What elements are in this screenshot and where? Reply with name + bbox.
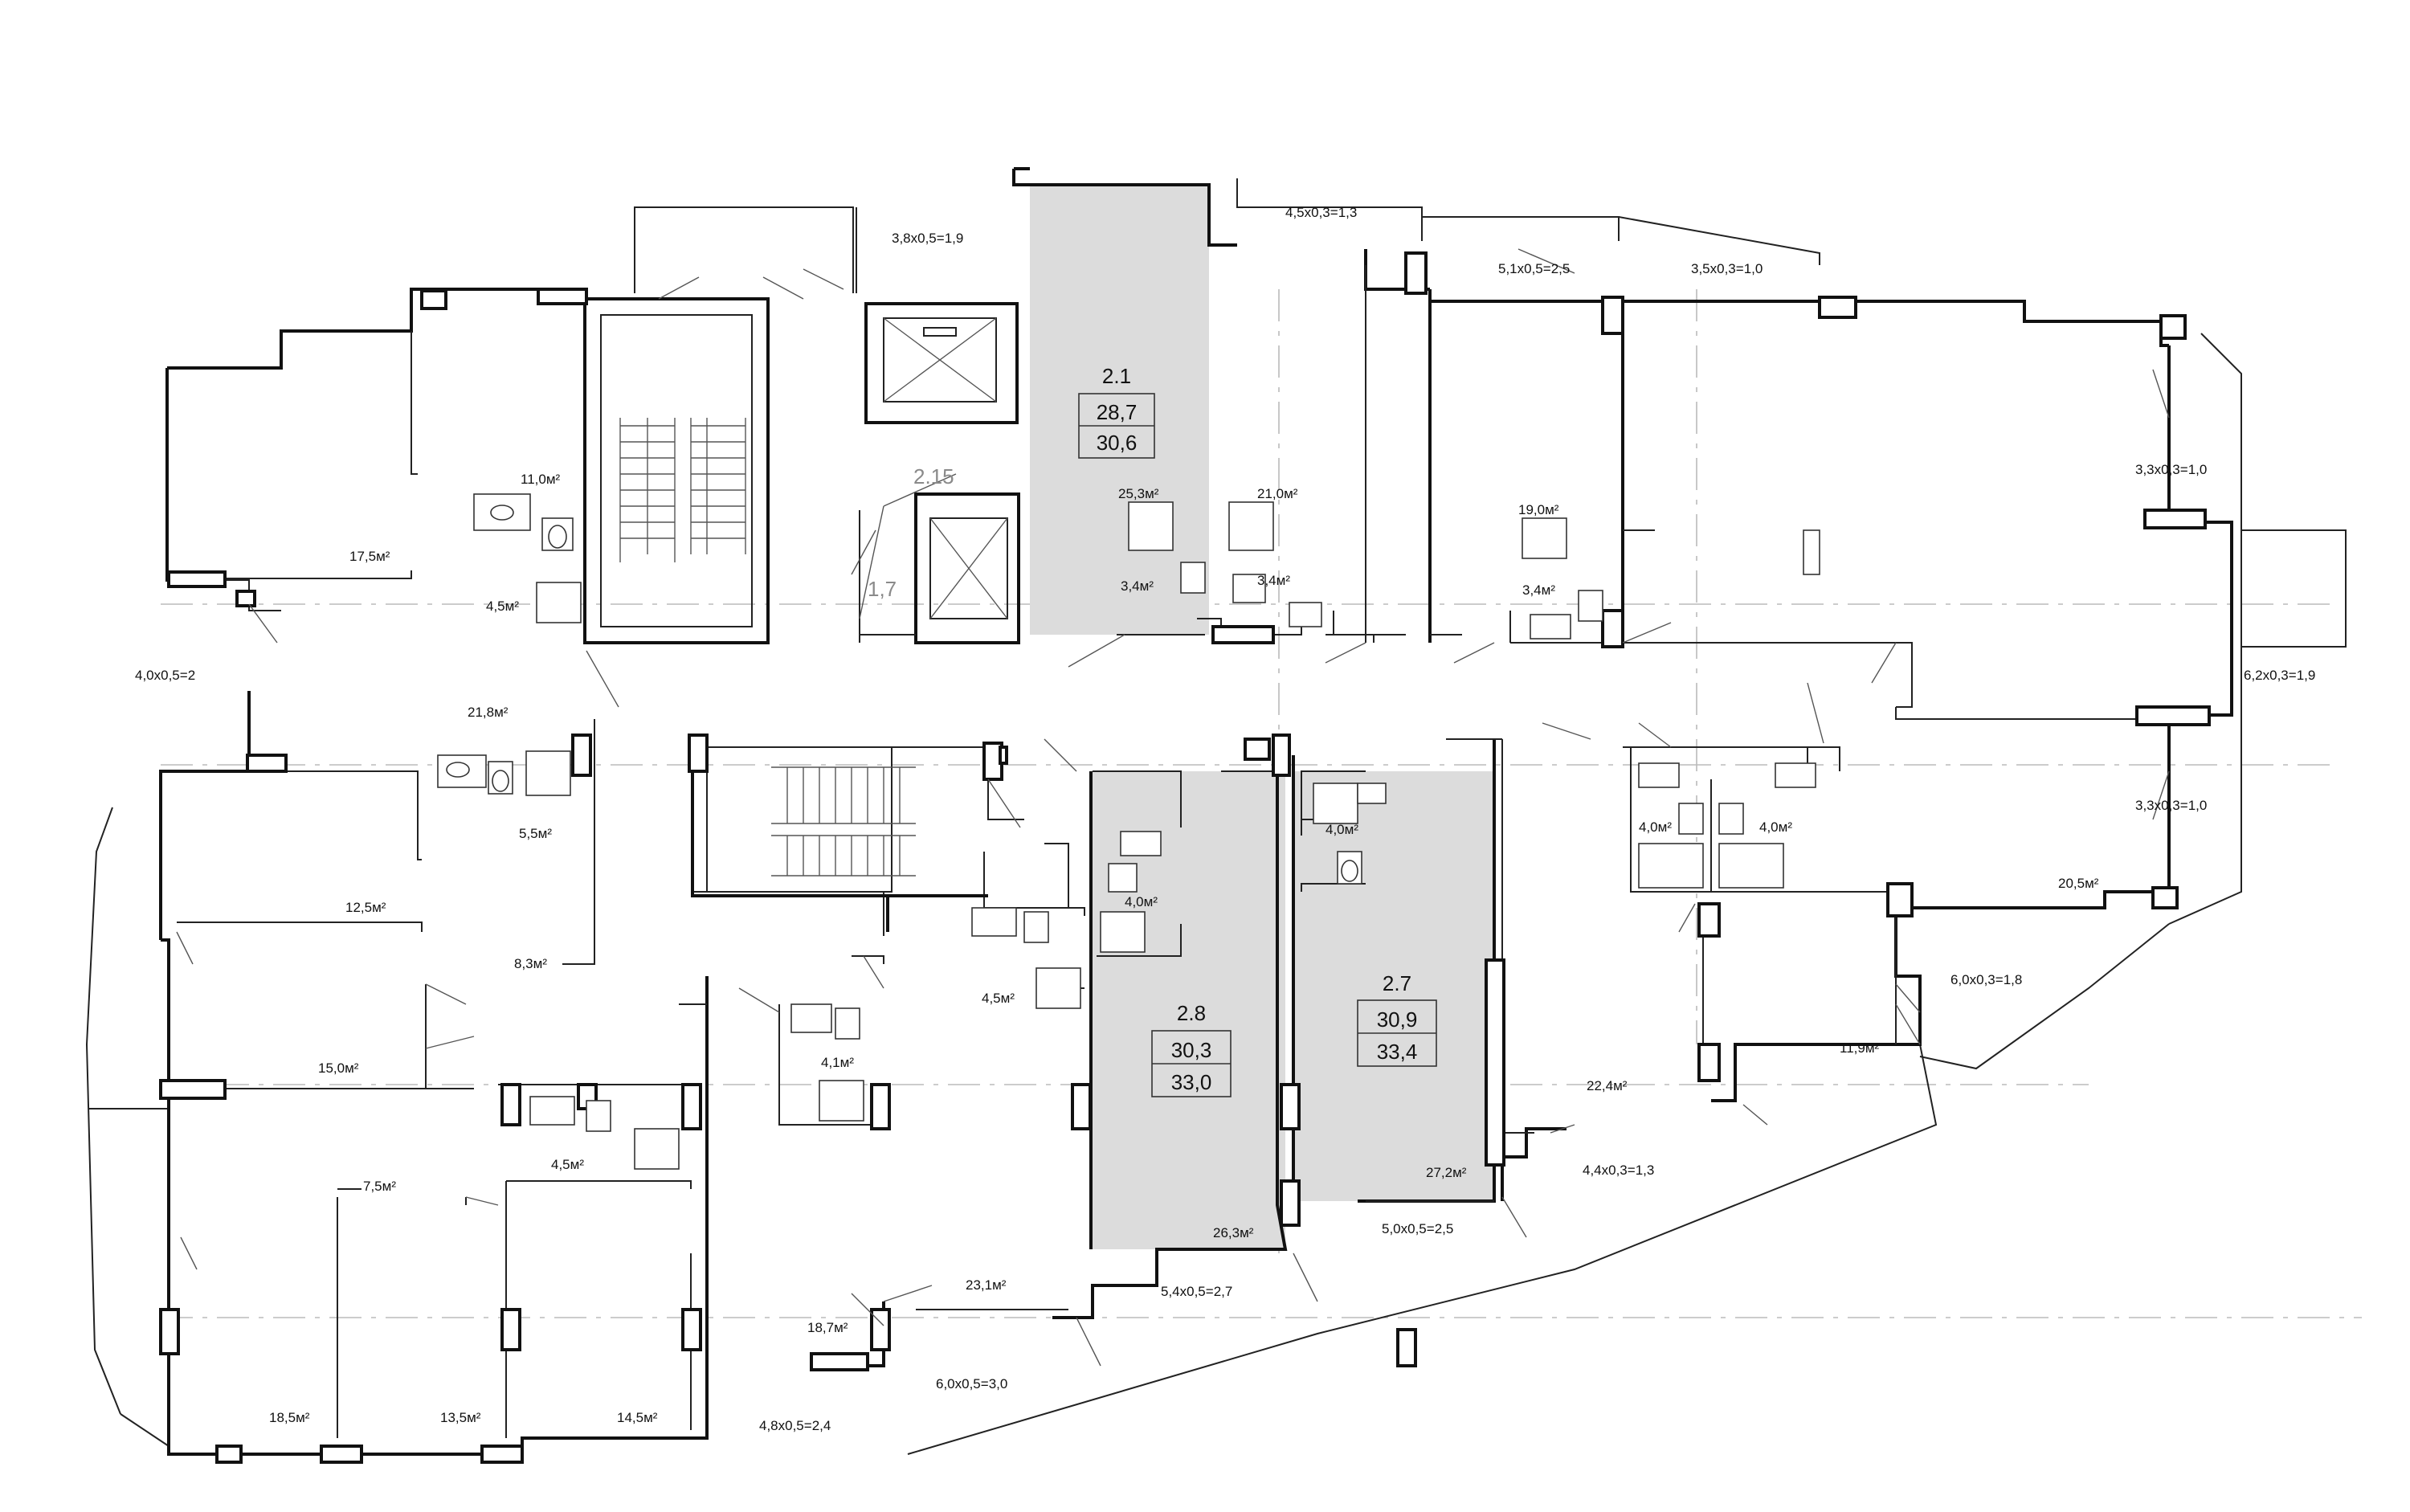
room-area: 4,0м² — [1759, 819, 1792, 835]
room-area: 21,0м² — [1257, 486, 1298, 501]
room-area: 22,4м² — [1587, 1078, 1628, 1093]
apartment-total-area: 33,4 — [1377, 1040, 1418, 1064]
room-area: 14,5м² — [617, 1410, 658, 1425]
apartment-living-area: 30,9 — [1377, 1007, 1418, 1032]
room-area: 27,2м² — [1426, 1165, 1467, 1180]
door-swings — [176, 248, 2170, 1367]
room-area: 23,1м² — [966, 1277, 1007, 1293]
apartment-label-2-1: 2.1 28,7 30,6 — [1078, 364, 1155, 459]
stair-core-2 — [691, 743, 988, 932]
balcony-area: 3,8x0,5=1,9 — [892, 231, 963, 246]
stair-core-1 — [583, 297, 770, 644]
balcony-area: 5,0x0,5=2,5 — [1382, 1221, 1453, 1236]
balcony-outlines — [85, 178, 2347, 1455]
room-area-labels: 11,0м² 17,5м² 4,5м² 21,8м² 5,5м² 12,5м² … — [269, 472, 2099, 1425]
balcony-area: 4,0x0,5=2 — [135, 668, 195, 683]
room-area: 7,5м² — [363, 1179, 396, 1194]
room-area: 26,3м² — [1213, 1225, 1254, 1240]
room-area: 11,0м² — [521, 472, 561, 487]
room-area: 21,8м² — [468, 705, 509, 720]
apartment-living-area: 28,7 — [1097, 400, 1138, 424]
room-area: 3,4м² — [1121, 578, 1154, 594]
room-area: 4,5м² — [486, 599, 519, 614]
room-area: 5,5м² — [519, 826, 552, 841]
room-area: 20,5м² — [2058, 876, 2099, 891]
piers — [159, 251, 2211, 1464]
apartment-label-2-8: 2.8 30,3 33,0 — [1151, 1001, 1232, 1097]
balcony-area: 5,1x0,5=2,5 — [1498, 261, 1570, 276]
room-area: 4,0м² — [1125, 894, 1158, 909]
balcony-area: 6,2x0,3=1,9 — [2244, 668, 2315, 683]
apartment-living-area: 30,3 — [1171, 1038, 1212, 1062]
apartment-total-area: 30,6 — [1097, 431, 1138, 455]
balcony-area: 3,5x0,3=1,0 — [1691, 261, 1763, 276]
apartment-number: 2.1 — [1102, 364, 1131, 388]
balcony-area: 3,3x0,3=1,0 — [2135, 798, 2207, 813]
room-area: 4,5м² — [551, 1157, 584, 1172]
balcony-area: 4,4x0,3=1,3 — [1583, 1163, 1654, 1178]
core-label: 2.15 — [913, 464, 954, 488]
room-area: 3,4м² — [1257, 573, 1290, 588]
balcony-labels: 3,8x0,5=1,9 4,5x0,3=1,3 5,1x0,5=2,5 3,5x… — [135, 205, 2315, 1433]
balcony-area: 6,0x0,3=1,8 — [1950, 972, 2022, 987]
balcony-area: 4,8x0,5=2,4 — [759, 1418, 831, 1433]
apartment-total-area: 33,0 — [1171, 1070, 1212, 1094]
room-area: 18,7м² — [807, 1320, 848, 1335]
room-area: 4,5м² — [982, 991, 1015, 1006]
room-area: 13,5м² — [440, 1410, 481, 1425]
balcony-area: 5,4x0,5=2,7 — [1161, 1284, 1232, 1299]
room-area: 12,5м² — [345, 900, 386, 915]
room-area: 3,4м² — [1522, 582, 1555, 598]
room-area: 8,3м² — [514, 956, 547, 971]
room-area: 4,1м² — [821, 1055, 854, 1070]
balcony-area: 6,0x0,5=3,0 — [936, 1376, 1007, 1391]
core-label: 1,7 — [868, 577, 897, 601]
room-area: 4,0м² — [1639, 819, 1672, 835]
apartment-number: 2.7 — [1383, 971, 1411, 995]
apartment-shading — [1030, 185, 1494, 1249]
room-area: 15,0м² — [318, 1060, 359, 1076]
apartment-label-2-7: 2.7 30,9 33,4 — [1357, 971, 1437, 1067]
balcony-area: 4,5x0,3=1,3 — [1285, 205, 1357, 220]
room-area: 25,3м² — [1118, 486, 1159, 501]
sanitary-fixtures — [437, 493, 1820, 1170]
room-area: 4,0м² — [1326, 822, 1358, 837]
room-area: 11,9м² — [1840, 1040, 1880, 1056]
room-area: 18,5м² — [269, 1410, 310, 1425]
balcony-area: 3,3x0,3=1,0 — [2135, 462, 2207, 477]
room-area: 17,5м² — [349, 549, 390, 564]
room-area: 19,0м² — [1518, 502, 1559, 517]
lift-core — [859, 302, 1020, 644]
apartment-number: 2.8 — [1177, 1001, 1206, 1025]
